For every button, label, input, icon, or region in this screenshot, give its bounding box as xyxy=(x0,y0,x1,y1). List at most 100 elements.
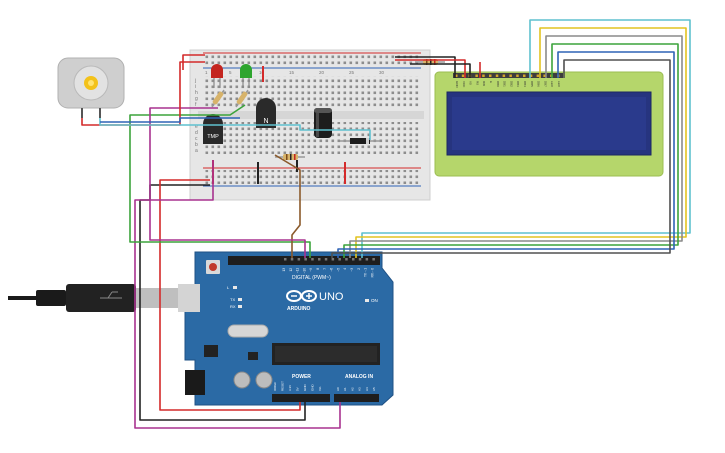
capacitor[interactable] xyxy=(314,108,332,138)
digital-label: DIGITAL (PWM~) xyxy=(292,275,331,281)
col-number: 30 xyxy=(379,70,385,75)
lcd-pin[interactable] xyxy=(482,74,485,78)
wire-lcd-black xyxy=(395,56,456,78)
on-led xyxy=(365,299,369,302)
lcd-pin[interactable] xyxy=(461,74,465,78)
on-label: ON xyxy=(371,298,378,303)
breadboard[interactable]: 1 5 10 15 20 25 30 j i h g f e d c b a xyxy=(189,49,431,201)
wire-purple-led xyxy=(149,107,306,258)
digital-pin[interactable] xyxy=(352,258,355,261)
analog-pin-label: A2 xyxy=(350,387,354,391)
bottom-terminal-strip[interactable] xyxy=(203,122,421,154)
lcd-pin[interactable] xyxy=(495,74,499,78)
lcd-pin[interactable] xyxy=(455,74,458,78)
digital-pin[interactable] xyxy=(318,258,321,261)
lcd-pin[interactable] xyxy=(536,74,540,78)
transistor[interactable]: N xyxy=(256,98,276,128)
lcd-pin-label: DB5 xyxy=(530,81,534,87)
wire-lcd-red xyxy=(395,59,466,78)
bottom-power-rails[interactable] xyxy=(203,170,421,184)
board-capacitor xyxy=(255,371,273,389)
digital-pin[interactable] xyxy=(284,258,287,261)
digital-pin-label: ~9 xyxy=(309,268,313,272)
digital-pin-label: 13 xyxy=(282,268,286,272)
digital-pin-label: 2 xyxy=(357,268,361,270)
digital-pin[interactable] xyxy=(345,258,348,261)
lcd-pin[interactable] xyxy=(516,74,519,78)
led-green[interactable] xyxy=(240,64,252,88)
lcd-pin-label: E xyxy=(489,81,493,83)
analog-pin-label: A5 xyxy=(372,387,376,391)
digital-pin[interactable] xyxy=(297,258,301,261)
lcd-pin-label: V0 xyxy=(469,81,473,85)
digital-pin[interactable] xyxy=(338,258,341,261)
row-letter: g xyxy=(195,96,198,102)
power-jack[interactable] xyxy=(185,370,205,395)
digital-pin-label: ~6 xyxy=(330,268,334,272)
digital-pin[interactable] xyxy=(311,258,314,261)
dc-motor[interactable] xyxy=(57,57,125,118)
lcd-pin[interactable] xyxy=(523,74,526,78)
lcd-pin[interactable] xyxy=(529,74,533,78)
wire-tmp-purple xyxy=(134,160,341,429)
digital-pin[interactable] xyxy=(372,258,375,261)
power-pin-label: 3.3V xyxy=(288,385,292,391)
wire-rail-red xyxy=(159,179,301,411)
digital-pin[interactable] xyxy=(324,258,328,261)
row-letter: d xyxy=(195,130,198,136)
analog-pin-label: A0 xyxy=(336,387,340,391)
tx-label: TX xyxy=(230,297,235,302)
wires[interactable] xyxy=(81,19,691,429)
resistor-3[interactable] xyxy=(275,154,305,160)
digital-header[interactable] xyxy=(228,256,380,265)
power-label: POWER xyxy=(292,374,311,380)
arduino-brand: ARDUINO xyxy=(287,306,310,312)
digital-pin[interactable] xyxy=(304,258,307,261)
arduino-uno[interactable]: DIGITAL (PWM~) UNO ARDUINO ON L TX RX xyxy=(184,251,394,406)
digital-pin[interactable] xyxy=(365,258,369,261)
lcd-pin[interactable] xyxy=(489,74,492,78)
wire-rail-red2 xyxy=(182,54,205,70)
arduino-logo-icon xyxy=(286,290,317,302)
led-red[interactable] xyxy=(211,64,223,88)
rx-label: RX xyxy=(230,304,236,309)
row-letter: b xyxy=(195,142,198,148)
top-power-rails[interactable] xyxy=(203,53,421,67)
resistor-1[interactable] xyxy=(211,89,225,108)
lcd-pin-label: DB7 xyxy=(543,81,547,87)
wire-motor-teal xyxy=(99,118,371,140)
wire-lcd-green xyxy=(343,43,679,258)
analog-header[interactable] xyxy=(334,394,379,402)
power-pin-label: RESET xyxy=(281,381,285,391)
wire-motor-blue xyxy=(100,117,240,123)
temperature-sensor[interactable]: TMP xyxy=(203,114,223,144)
power-pin-label: GND xyxy=(311,384,315,392)
lcd-pin[interactable] xyxy=(509,74,512,78)
digital-pin-label: 8 xyxy=(316,268,320,270)
lcd-pin-header[interactable] xyxy=(453,73,563,78)
digital-pin[interactable] xyxy=(358,258,362,261)
l-label: L xyxy=(227,285,230,290)
wire-lcd-blue xyxy=(337,51,675,258)
digital-pin[interactable] xyxy=(290,258,294,261)
diode[interactable] xyxy=(340,138,380,144)
top-terminal-strip[interactable] xyxy=(203,76,421,108)
crystal xyxy=(227,324,269,338)
digital-pin[interactable] xyxy=(331,258,335,261)
row-letter: f xyxy=(195,102,197,108)
resistor-2[interactable] xyxy=(235,89,249,108)
lcd-pin-label: DB3 xyxy=(516,81,520,87)
digital-pin-label: RX←0 xyxy=(370,268,374,278)
wire-lcd-black2 xyxy=(410,63,471,78)
power-header[interactable] xyxy=(272,394,330,402)
wire-lcd-dkgray xyxy=(331,59,671,258)
lcd-pin-label: DB0 xyxy=(496,81,500,87)
lcd-pin[interactable] xyxy=(475,74,478,78)
usb-connector xyxy=(136,288,178,308)
usb-cable[interactable] xyxy=(8,284,200,312)
power-pin-label: IOREF xyxy=(273,382,277,391)
col-number: 5 xyxy=(229,70,232,75)
lcd-pin[interactable] xyxy=(502,74,506,78)
lcd-pin[interactable] xyxy=(543,74,546,78)
